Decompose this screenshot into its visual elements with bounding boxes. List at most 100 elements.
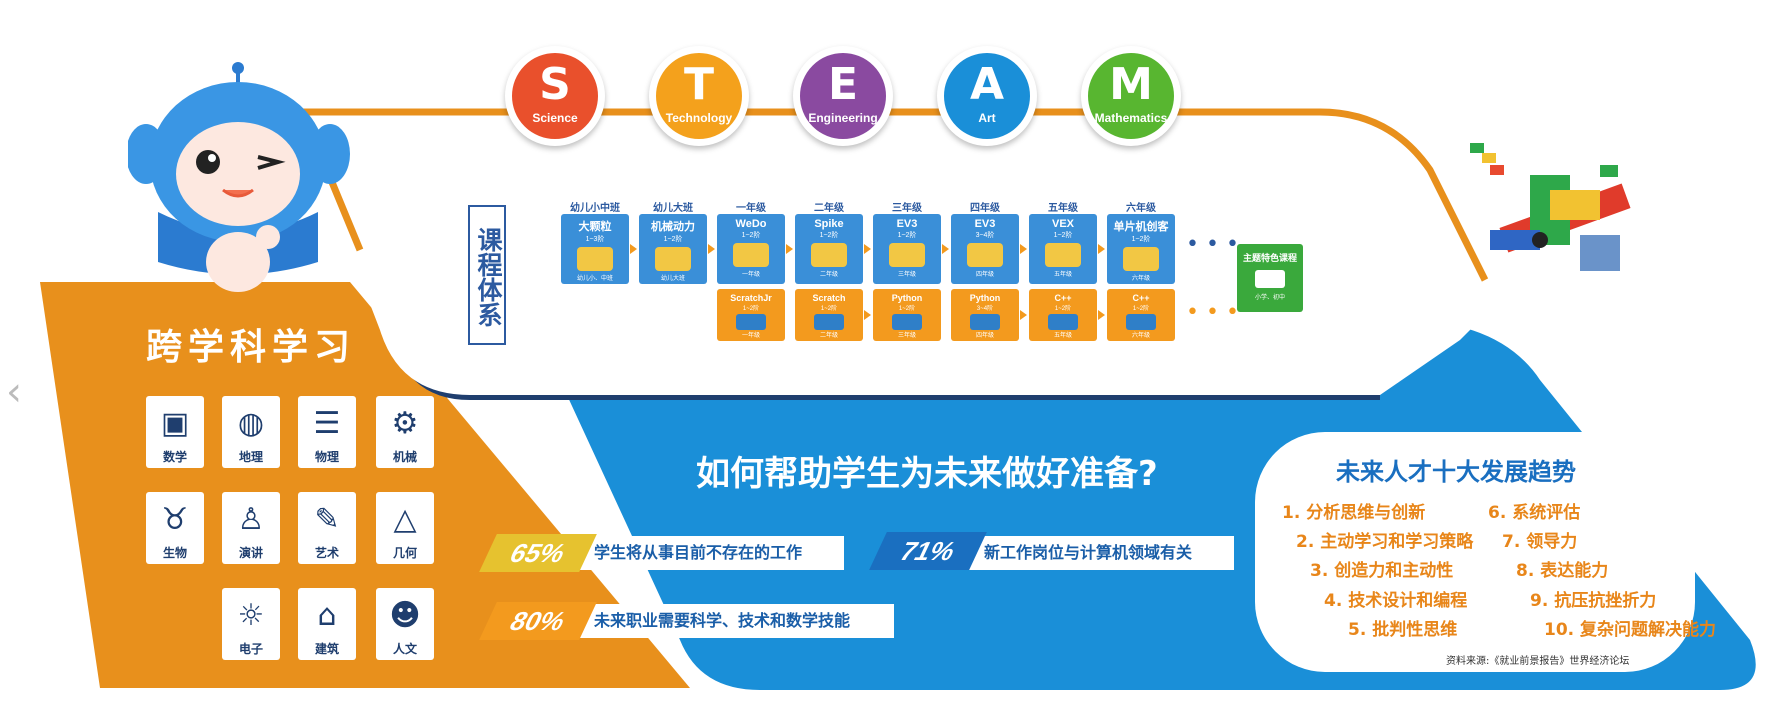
subject-tile: ☻人文 bbox=[376, 588, 434, 660]
trends-title: 未来人才十大发展趋势 bbox=[1336, 458, 1576, 486]
course-stage: 1~2阶 bbox=[663, 236, 683, 243]
curriculum-title: 课程体系 bbox=[474, 227, 503, 327]
course-name: EV3 bbox=[896, 218, 918, 230]
course-image bbox=[967, 243, 1003, 267]
course-image bbox=[811, 243, 847, 267]
course-name: Python bbox=[969, 293, 1001, 303]
trend-item: 6. 系统评估 bbox=[1488, 503, 1581, 523]
course-foot: 幼儿大班 bbox=[660, 276, 685, 282]
steam-letter: E bbox=[827, 59, 859, 110]
coding-card: C++ 1~2阶六年级 bbox=[1107, 289, 1175, 341]
trend-item: 7. 领导力 bbox=[1502, 532, 1578, 552]
prev-chevron-icon[interactable]: ‹ bbox=[6, 369, 22, 415]
subject-tile: ☼电子 bbox=[222, 588, 280, 660]
course-foot: 一年级 bbox=[741, 333, 760, 339]
course-name: 大颗粒 bbox=[578, 221, 612, 233]
question-headline: 如何帮助学生为未来做好准备? bbox=[696, 454, 1158, 494]
course-stage: 3~4阶 bbox=[976, 306, 994, 312]
grade-label: 六年级 bbox=[1126, 203, 1156, 214]
gears-icon: ⚙ bbox=[391, 406, 419, 441]
arrow-icon bbox=[864, 244, 871, 254]
arrow-icon bbox=[630, 244, 637, 254]
subject-tile: ▣数学 bbox=[146, 396, 204, 468]
course-stage: 3~4阶 bbox=[975, 232, 995, 239]
trends-source: 资料来源:《就业前景报告》世界经济论坛 bbox=[1446, 656, 1630, 667]
subject-label: 物理 bbox=[314, 450, 339, 464]
course-foot: 三年级 bbox=[897, 272, 916, 278]
arrow-icon bbox=[1020, 310, 1027, 320]
course-stage: 1~2阶 bbox=[897, 232, 917, 239]
course-stage: 1~2阶 bbox=[741, 232, 761, 239]
arrow-icon bbox=[1098, 310, 1105, 320]
course-foot: 四年级 bbox=[975, 272, 994, 278]
course-card: EV3 1~2阶三年级 bbox=[873, 214, 941, 284]
subject-tile: ♉生物 bbox=[146, 492, 204, 564]
course-image bbox=[736, 314, 766, 330]
course-name: EV3 bbox=[974, 218, 996, 230]
course-stage: 1~2阶 bbox=[1132, 306, 1150, 312]
arrow-icon bbox=[786, 244, 793, 254]
curriculum-title-box: 课程体系 bbox=[468, 205, 506, 345]
subject-label: 几何 bbox=[392, 546, 417, 560]
course-name: WeDo bbox=[735, 218, 767, 230]
books-icon: ☰ bbox=[313, 406, 341, 441]
course-name: Scratch bbox=[812, 293, 846, 303]
stat-text: 未来职业需要科学、技术和数学技能 bbox=[570, 604, 894, 638]
steam-word: Mathematics bbox=[1094, 111, 1168, 125]
subject-tile: ✎艺术 bbox=[298, 492, 356, 564]
special-course-card: 主题特色课程 小学、初中 bbox=[1237, 244, 1303, 312]
arrow-icon bbox=[864, 310, 871, 320]
globe-icon: ◍ bbox=[237, 406, 265, 441]
course-image bbox=[889, 243, 925, 267]
steam-letter: M bbox=[1109, 59, 1153, 110]
course-stage: 1~2阶 bbox=[742, 306, 760, 312]
course-image bbox=[814, 314, 844, 330]
blackboard-icon: ▣ bbox=[160, 406, 190, 441]
course-name: Python bbox=[891, 293, 923, 303]
trend-item: 5. 批判性思维 bbox=[1348, 620, 1458, 640]
ellipsis-icon: • • • bbox=[1186, 232, 1239, 257]
stat-percent: 80% bbox=[479, 602, 597, 640]
steam-word: Science bbox=[532, 111, 578, 125]
trend-item: 1. 分析思维与创新 bbox=[1282, 503, 1426, 523]
course-name: Spike bbox=[814, 218, 844, 230]
stat-percent: 71% bbox=[869, 532, 987, 570]
steam-word: Technology bbox=[665, 111, 733, 125]
trend-item: 9. 抗压抗挫折力 bbox=[1530, 591, 1657, 611]
trend-item: 4. 技术设计和编程 bbox=[1324, 591, 1468, 611]
course-image bbox=[1123, 247, 1159, 271]
cross-title: 跨学科学习 bbox=[146, 327, 357, 368]
grade-label: 五年级 bbox=[1048, 203, 1078, 214]
trend-item: 3. 创造力和主动性 bbox=[1310, 561, 1454, 581]
subject-tile: ♙演讲 bbox=[222, 492, 280, 564]
grade-label: 二年级 bbox=[814, 203, 844, 214]
course-stage: 1~2阶 bbox=[820, 306, 838, 312]
subject-label: 建筑 bbox=[314, 642, 339, 656]
trend-item: 2. 主动学习和学习策略 bbox=[1296, 532, 1474, 552]
course-image bbox=[970, 314, 1000, 330]
course-stage: 1~2阶 bbox=[1054, 306, 1072, 312]
course-stage: 1~2阶 bbox=[1131, 236, 1151, 243]
course-foot: 六年级 bbox=[1131, 333, 1150, 339]
course-foot: 六年级 bbox=[1131, 276, 1150, 282]
arrow-icon bbox=[1020, 244, 1027, 254]
subject-tile: ⚙机械 bbox=[376, 396, 434, 468]
subject-label: 地理 bbox=[238, 450, 263, 464]
lego-plane-icon bbox=[1470, 143, 1631, 271]
course-foot: 二年级 bbox=[819, 272, 838, 278]
owl-icon: ♉ bbox=[161, 502, 189, 537]
grade-label: 幼儿小中班 bbox=[570, 203, 620, 214]
course-foot: 二年级 bbox=[819, 333, 838, 339]
course-name: ScratchJr bbox=[730, 293, 772, 303]
stat-text: 学生将从事目前不存在的工作 bbox=[570, 536, 844, 570]
course-name: C++ bbox=[1132, 293, 1150, 303]
special-course-title: 主题特色课程 bbox=[1242, 253, 1297, 263]
course-foot: 幼儿小、中班 bbox=[576, 276, 613, 282]
drone-icon bbox=[1255, 270, 1285, 288]
stat-text: 新工作岗位与计算机领域有关 bbox=[960, 536, 1234, 570]
